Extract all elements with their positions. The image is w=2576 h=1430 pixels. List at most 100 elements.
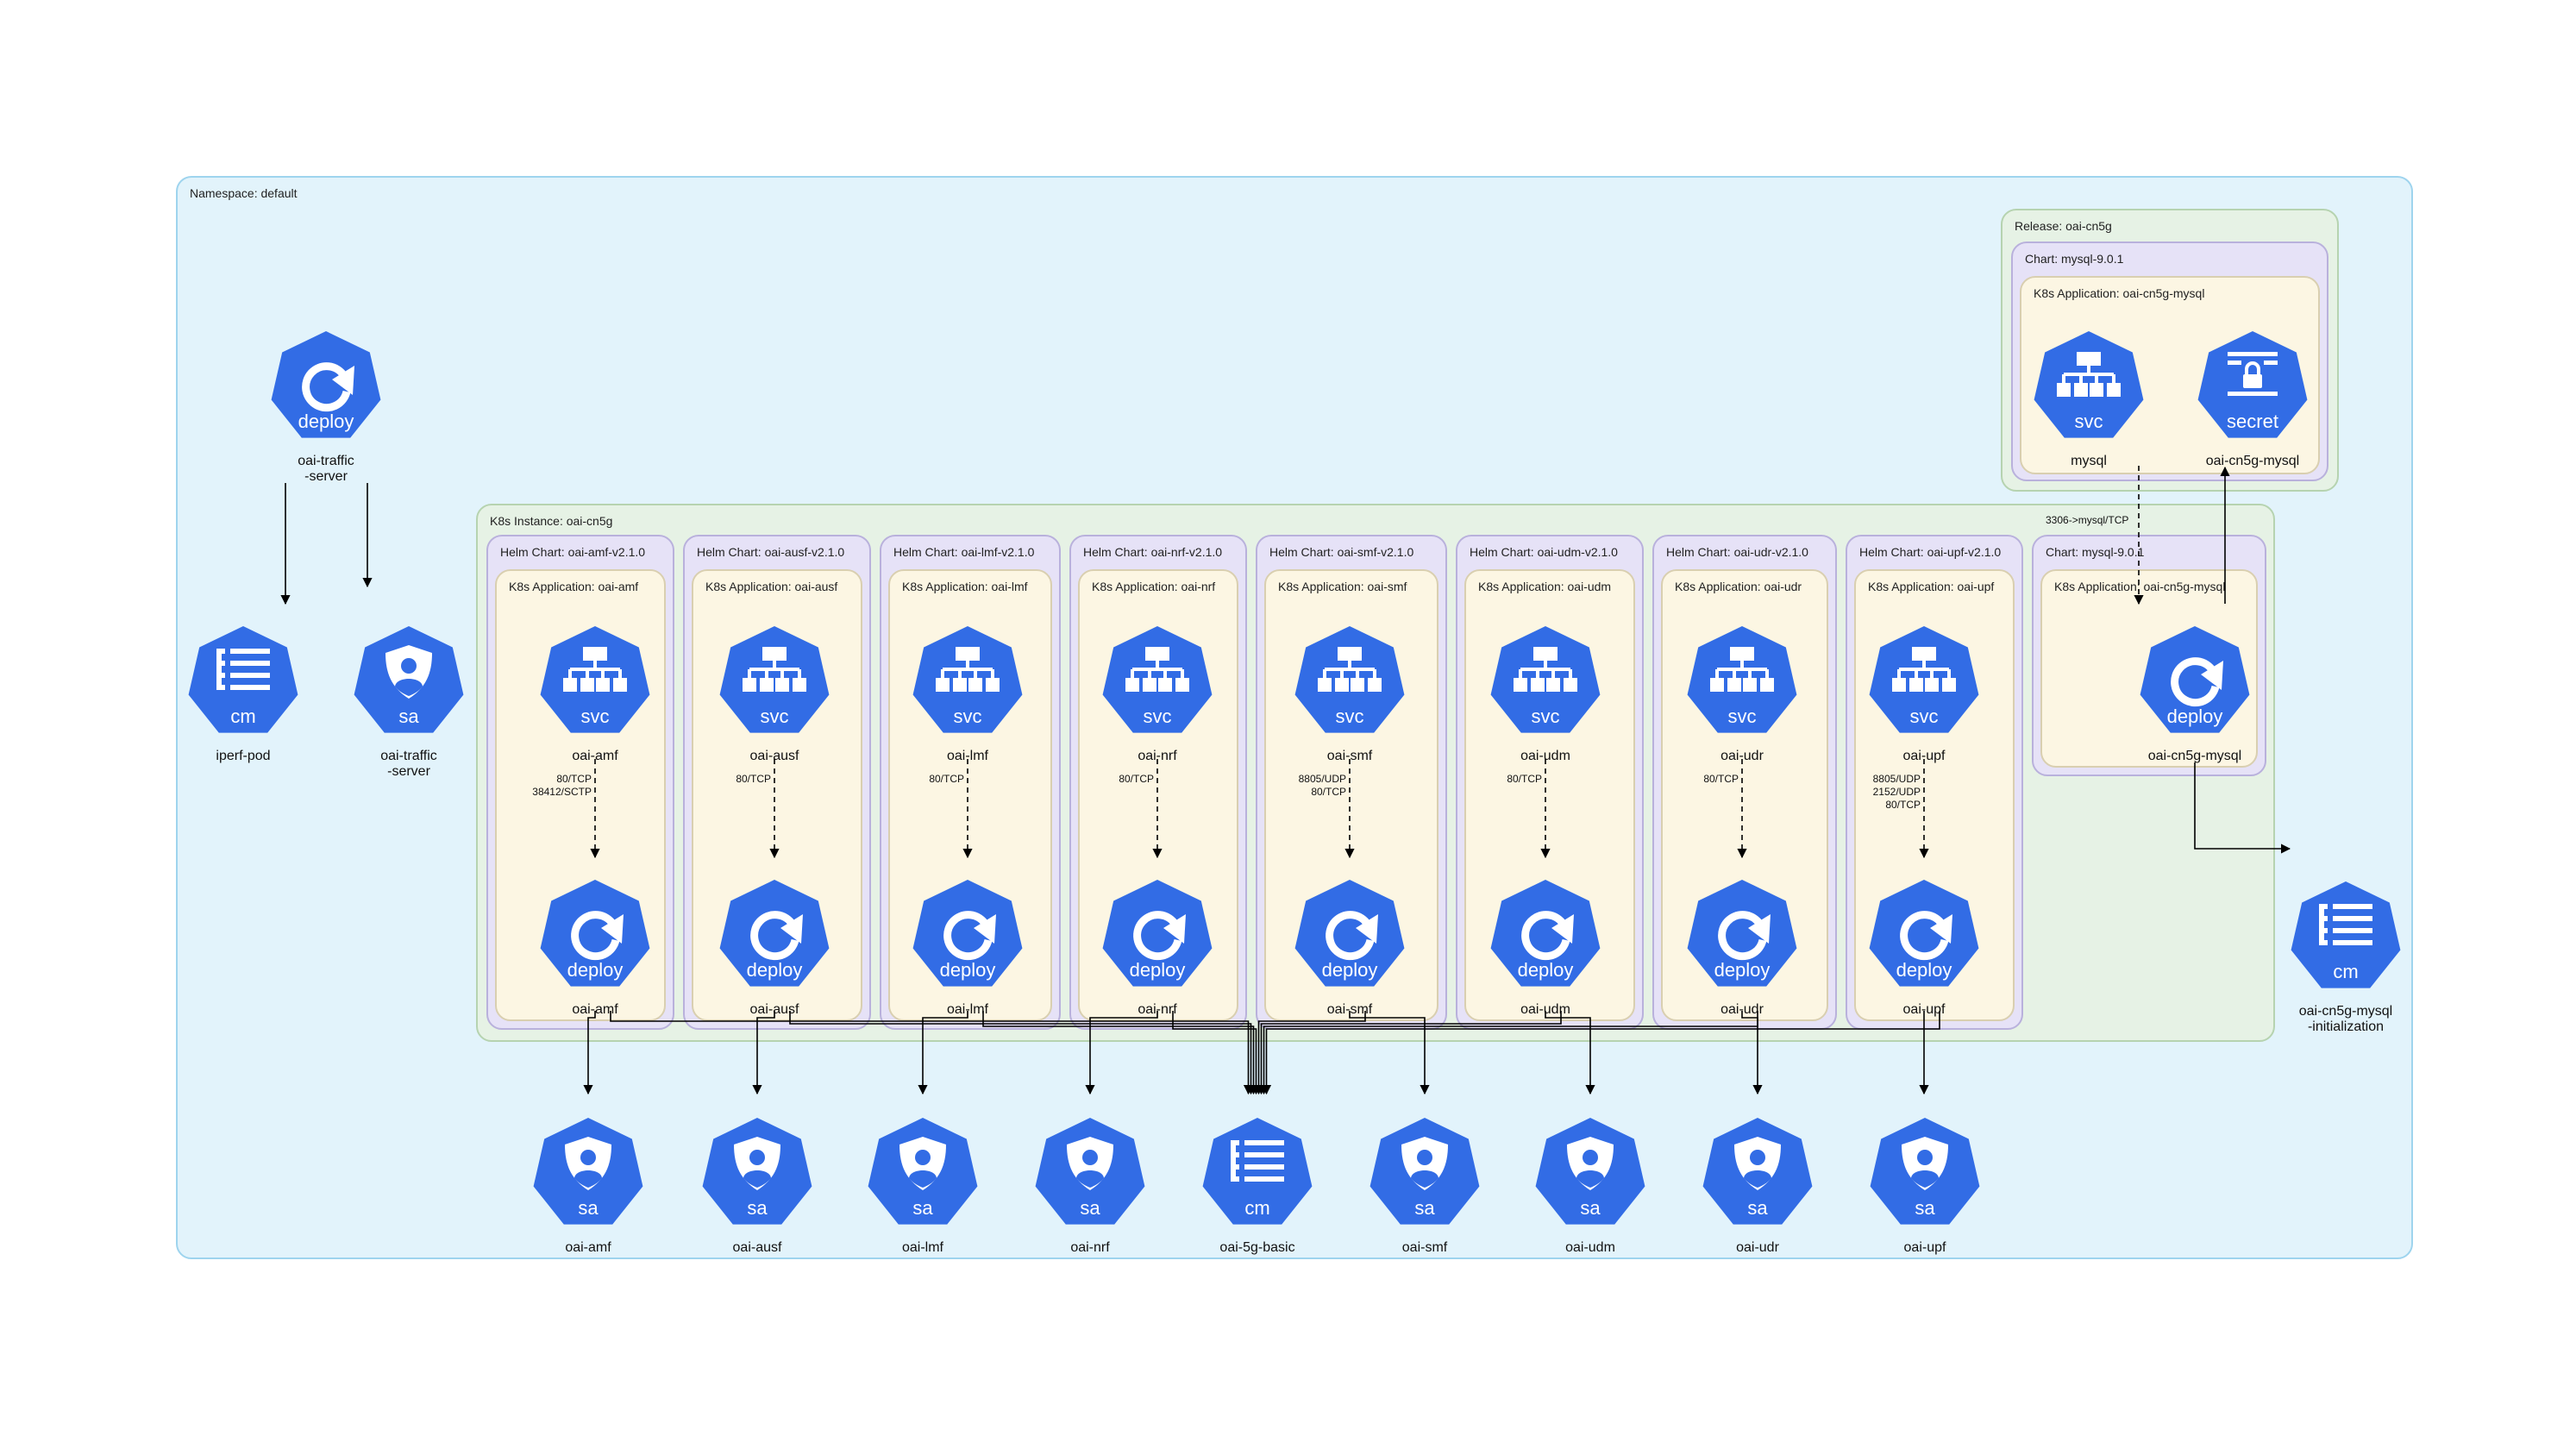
svg-text:deploy: deploy: [1130, 959, 1186, 981]
k8s-app-label: K8s Application: oai-udm: [1478, 580, 1612, 593]
service-account-icon: sa: [1035, 1118, 1145, 1225]
svg-text:sa: sa: [1080, 1197, 1100, 1219]
port-label: 80/TCP: [736, 773, 771, 785]
node-label: oai-lmf: [946, 749, 988, 763]
svg-text:svc: svc: [1144, 706, 1172, 727]
node-label: mysql: [2071, 454, 2107, 468]
svg-text:svc: svc: [581, 706, 610, 727]
service-icon: svc: [1869, 626, 1979, 733]
helm-chart-label: Helm Chart: oai-udm-v2.1.0: [1470, 545, 1618, 559]
svg-text:svc: svc: [2075, 411, 2103, 432]
edge-deploy-to-init-cm: [2194, 762, 2291, 854]
svg-text:cm: cm: [1244, 1197, 1269, 1219]
service-icon: svc: [1294, 626, 1405, 733]
edge-deploy-to-configmap: [610, 1011, 1254, 1095]
helm-chart-label: Helm Chart: oai-amf-v2.1.0: [500, 545, 646, 559]
helm-chart-label: Helm Chart: oai-udr-v2.1.0: [1666, 545, 1808, 559]
k8s-app-label: K8s Application: oai-udr: [1675, 580, 1802, 593]
service-account-icon: sa: [1702, 1118, 1813, 1225]
service-account-icon: sa: [354, 626, 464, 733]
mysql-app-label: K8s Application: oai-cn5g-mysql: [2054, 580, 2226, 593]
port-label: 80/TCP: [929, 773, 964, 785]
edge-deploy-to-sa: [1545, 1011, 1595, 1095]
service-icon: svc: [540, 626, 650, 733]
node-label: oai-udm: [1520, 749, 1570, 763]
edge-deploy-to-configmap: [1258, 1011, 1758, 1095]
deploy-icon: deploy: [271, 331, 381, 438]
edge-deploy-to-sa: [1085, 1011, 1158, 1095]
node-label: oai-udm: [1520, 1002, 1570, 1017]
release-chart-label: Chart: mysql-9.0.1: [2025, 252, 2124, 266]
svc-node-mysql[interactable]: svc mysql: [2003, 331, 2175, 504]
sa-node-oai-traffic-server[interactable]: sa oai-traffic-server: [323, 626, 495, 799]
node-label: oai-amf: [572, 749, 618, 763]
svc-node[interactable]: svc oai-amf: [509, 626, 681, 799]
release-label: Release: oai-cn5g: [2015, 219, 2112, 233]
sa-node[interactable]: sa oai-ausf: [671, 1118, 843, 1290]
deploy-node-oai-traffic-server[interactable]: deploy oai-traffic-server: [240, 331, 412, 504]
helm-chart-label: Helm Chart: oai-smf-v2.1.0: [1269, 545, 1414, 559]
deploy-icon: deploy: [912, 880, 1023, 987]
secret-node-oai-cn5g-mysql[interactable]: secret oai-cn5g-mysql: [2166, 331, 2339, 504]
svg-text:sa: sa: [747, 1197, 768, 1219]
edge-deploy-to-sa: [1349, 1011, 1430, 1095]
svg-text:deploy: deploy: [1714, 959, 1771, 981]
edge-deploy-to-configmap: [1253, 1011, 1366, 1095]
sa-node[interactable]: sa oai-udm: [1504, 1118, 1677, 1290]
edge-deploy-to-configmap: [1172, 1011, 1262, 1095]
svg-text:deploy: deploy: [1518, 959, 1574, 981]
k8s-app-label: K8s Application: oai-lmf: [902, 580, 1028, 593]
k8s-app-label: K8s Application: oai-upf: [1868, 580, 1995, 593]
deploy-node[interactable]: deploy oai-lmf: [881, 880, 1054, 1052]
node-label: oai-lmf: [901, 1240, 943, 1255]
k8s-app-label: K8s Application: oai-smf: [1278, 580, 1407, 593]
service-account-icon: sa: [1535, 1118, 1645, 1225]
cm-node-oai-cn5g-mysql-initialization[interactable]: cm oai-cn5g-mysql-initialization: [2259, 881, 2432, 1054]
deploy-icon: deploy: [1869, 880, 1979, 987]
edge-deploy-to-sa: [1741, 1011, 1763, 1095]
node-label: oai-ausf: [732, 1240, 782, 1255]
deploy-node[interactable]: deploy oai-udm: [1459, 880, 1632, 1052]
svg-text:sa: sa: [1580, 1197, 1601, 1219]
port-label: 80/TCP: [1703, 773, 1739, 785]
node-label: oai-udm: [1565, 1240, 1615, 1255]
node-label: oai-smf: [1326, 749, 1373, 763]
node-label: oai-ausf: [749, 749, 799, 763]
svg-text:secret: secret: [2227, 411, 2278, 432]
deploy-icon: deploy: [1687, 880, 1797, 987]
k8s-app-label: K8s Application: oai-nrf: [1092, 580, 1216, 593]
node-label: oai-smf: [1326, 1002, 1373, 1017]
node-label: oai-amf: [572, 1002, 618, 1017]
deploy-icon: deploy: [719, 880, 830, 987]
port-label: 3306->mysql/TCP: [2046, 514, 2129, 526]
svg-text:svc: svc: [1532, 706, 1560, 727]
cm-node-iperf-pod[interactable]: cm iperf-pod: [157, 626, 329, 799]
node-label: oai-lmf: [946, 1002, 988, 1017]
edge-deploy-to-sa: [583, 1011, 596, 1095]
svg-text:sa: sa: [1915, 1197, 1935, 1219]
node-label: oai-traffic-server: [380, 749, 437, 779]
svc-node[interactable]: svc oai-udm: [1459, 626, 1632, 799]
svc-node[interactable]: svc oai-smf: [1263, 626, 1436, 799]
